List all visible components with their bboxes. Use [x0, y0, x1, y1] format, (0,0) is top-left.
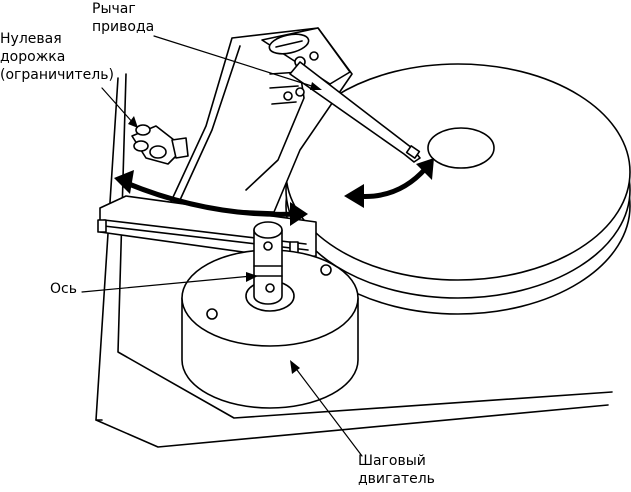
label-actuator-arm-line2: привода: [92, 19, 155, 35]
label-axis: Ось: [50, 281, 77, 297]
leader-track-zero: [101, 87, 135, 125]
motor-hole-1: [206, 308, 218, 320]
label-track-zero-line3: (ограничитель): [0, 67, 114, 83]
spindle-hub: [427, 127, 495, 169]
label-actuator-arm-line1: Рычаг: [92, 1, 136, 17]
leader-motor: [293, 365, 363, 457]
axis-pin: [253, 221, 283, 305]
arm-hole-2: [309, 51, 319, 61]
platter-rotation-arrow: [353, 165, 429, 199]
leader-axis: [81, 275, 253, 293]
label-stepper-motor: Шаговый двигатель: [358, 452, 435, 488]
leader-actuator: [153, 35, 319, 89]
label-track-zero-line1: Нулевая: [0, 31, 62, 47]
read-head: [405, 145, 421, 159]
arm-motion-arrow: [121, 179, 301, 217]
leader-lines: [81, 35, 363, 457]
label-stepper-motor-line1: Шаговый: [358, 453, 426, 469]
track-zero-limiter: [131, 124, 189, 165]
motor-hole-2: [320, 264, 332, 276]
actuator-arm: [167, 27, 421, 213]
arm-hole-4: [295, 87, 305, 97]
arm-motion-arrowheads: [114, 170, 308, 226]
label-track-zero: Нулевая дорожка (ограничитель): [0, 30, 114, 84]
platter-rotation-arrowheads: [344, 158, 434, 208]
label-stepper-motor-line2: двигатель: [358, 471, 435, 487]
label-actuator-arm: Рычаг привода: [92, 0, 154, 36]
arm-hole-3: [283, 91, 293, 101]
label-track-zero-line2: дорожка: [0, 49, 66, 65]
platter-stack: [285, 63, 631, 315]
